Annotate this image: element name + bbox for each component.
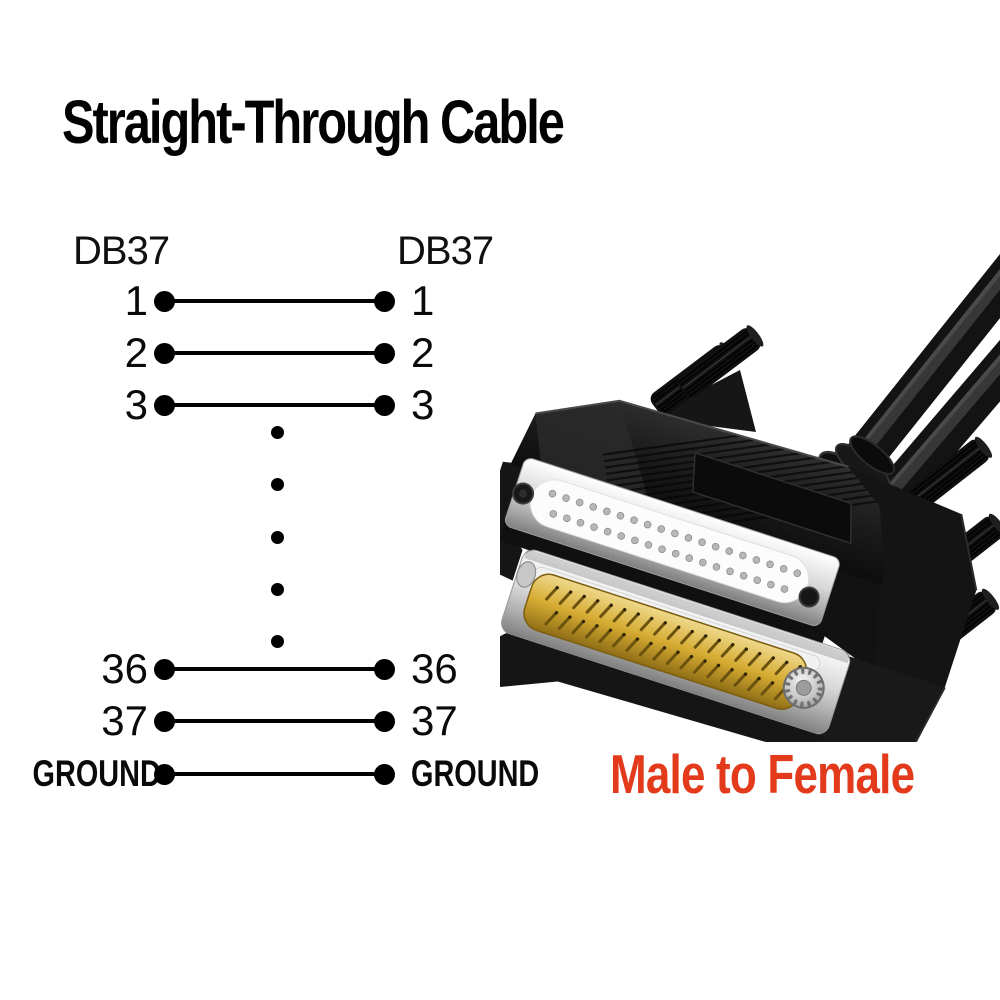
left-connector-header: DB37	[73, 229, 170, 273]
wire-line	[164, 299, 385, 303]
ellipsis-dot	[271, 426, 284, 439]
pin-label-right: 36	[411, 645, 458, 692]
right-connector-header: DB37	[397, 229, 494, 273]
wire-endpoint-dot	[374, 394, 395, 416]
pin-label-left: 2	[124, 329, 148, 376]
connector-stack	[500, 399, 978, 742]
pin-row-36: 36 36	[0, 645, 620, 692]
pin-label-right: 3	[411, 381, 435, 428]
connection-wire	[152, 382, 397, 428]
ellipsis-dot	[271, 582, 284, 596]
wire-line	[164, 403, 385, 407]
pin-label-left: 37	[101, 697, 148, 744]
pin-label-left: GROUND	[32, 753, 161, 794]
connection-wire	[152, 330, 397, 376]
wire-endpoint-dot	[374, 290, 395, 312]
ellipsis-dot	[271, 530, 284, 544]
connection-wire	[152, 278, 397, 324]
pin-row-2: 2 2	[0, 329, 620, 376]
wire-line	[164, 667, 385, 671]
pin-label-left: 3	[124, 381, 148, 428]
male-connector	[500, 548, 851, 742]
ellipsis-dot	[271, 635, 284, 649]
wire-endpoint-dot	[374, 342, 395, 364]
connection-wire	[152, 646, 397, 692]
wire-endpoint-dot	[374, 763, 395, 785]
pin-label-right: 37	[411, 697, 458, 744]
page-title: Straight-Through Cable	[62, 88, 565, 156]
wire-line	[164, 351, 385, 355]
pin-label-right: 2	[411, 329, 435, 376]
pin-row-1: 1 1	[0, 277, 620, 324]
wire-endpoint-dot	[374, 710, 395, 732]
pin-row-3: 3 3	[0, 381, 620, 428]
product-photo	[500, 253, 1000, 742]
male-pins	[544, 586, 803, 701]
jack-screw-icon	[782, 666, 825, 709]
wire-endpoint-dot	[374, 658, 395, 680]
pin-row-37: 37 37	[0, 697, 620, 744]
pin-label-right: 1	[411, 277, 435, 324]
female-holes	[548, 489, 802, 593]
ellipsis-dot	[271, 478, 284, 492]
pin-label-left: 1	[124, 277, 148, 324]
pin-label-right: GROUND	[411, 753, 540, 794]
jack-screw-icon	[798, 586, 820, 608]
jack-screw-icon	[516, 561, 537, 588]
connection-wire	[152, 698, 397, 744]
female-connector	[504, 399, 913, 627]
connection-wire	[152, 751, 397, 797]
pin-label-left: 36	[101, 645, 148, 692]
photo-caption: Male to Female	[610, 743, 915, 805]
wire-line	[164, 719, 385, 723]
pin-row-ground: GROUND GROUND	[0, 751, 620, 797]
wire-line	[164, 772, 385, 776]
